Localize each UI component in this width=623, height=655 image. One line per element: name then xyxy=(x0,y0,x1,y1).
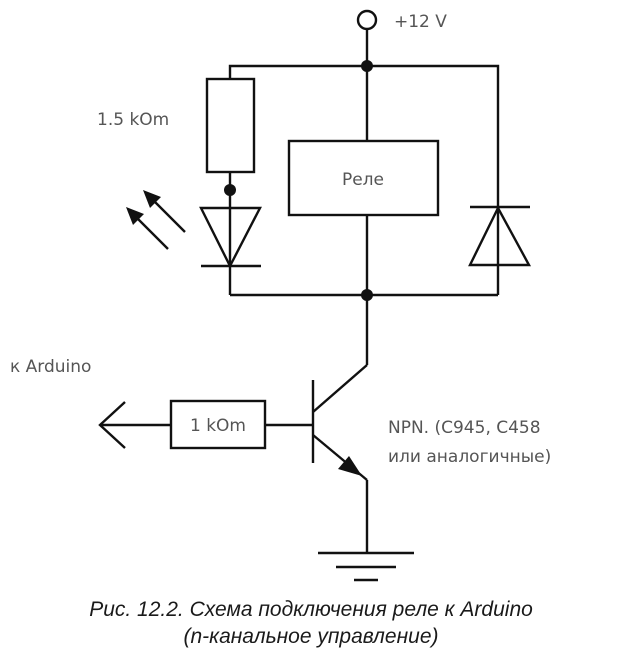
relay-label: Реле xyxy=(342,170,384,190)
figure-caption-line1: Рис. 12.2. Схема подключения реле к Ardu… xyxy=(89,598,533,621)
transistor-label-line1: NPN. (C945, C458 xyxy=(388,418,541,438)
bottom-junction-dot xyxy=(361,289,373,301)
led-resistor xyxy=(205,77,256,174)
supply-label: +12 V xyxy=(394,12,447,32)
arduino-arrow-icon xyxy=(98,401,126,449)
figure-caption-line2: (n-канальное управление) xyxy=(183,625,438,648)
transistor-label-line2: или аналогичные) xyxy=(388,447,551,467)
led-junction-dot xyxy=(224,184,236,196)
led-resistor-label: 1.5 kOm xyxy=(97,110,169,130)
base-resistor-label: 1 kOm xyxy=(190,416,246,436)
ground-icon xyxy=(318,551,414,582)
relay-coil xyxy=(287,139,440,217)
led-icon xyxy=(126,190,262,269)
flyback-diode-icon xyxy=(468,205,532,295)
arduino-label: к Arduino xyxy=(10,357,91,377)
supply-terminal-icon xyxy=(356,9,378,31)
npn-transistor-icon xyxy=(311,364,368,481)
